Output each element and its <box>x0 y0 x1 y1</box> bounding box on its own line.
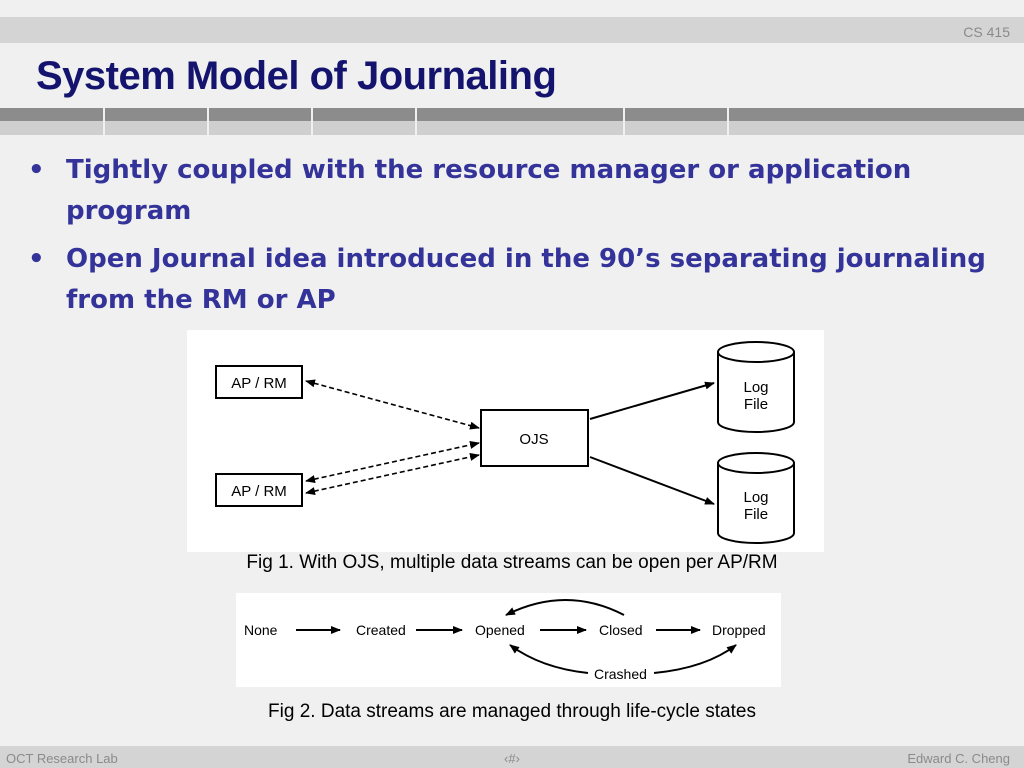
ojs-box <box>480 409 589 467</box>
state-closed: Closed <box>599 622 643 638</box>
ap-rm-box-top <box>215 365 303 399</box>
header-bar <box>0 17 1024 43</box>
bullet-list: • Tightly coupled with the resource mana… <box>28 150 1008 328</box>
log-file-bottom-icon <box>717 452 795 544</box>
footer-author: Edward C. Cheng <box>907 751 1010 766</box>
bullet-dot: • <box>28 244 45 274</box>
log-file-top-icon <box>717 341 795 433</box>
stream-arrow <box>305 379 480 430</box>
log-file-top-line2: File <box>744 396 768 413</box>
bullet-text: Open Journal idea introduced in the 90’s… <box>66 244 986 315</box>
state-dropped: Dropped <box>712 622 766 638</box>
footer-bar <box>0 746 1024 768</box>
rule-divider <box>103 108 105 135</box>
bullet-dot: • <box>28 155 45 185</box>
log-arrow <box>589 456 715 505</box>
log-file-bottom-line1: Log <box>743 489 768 506</box>
lifecycle-diagram-svg: None Created Opened Closed Dropped Crash… <box>244 599 766 682</box>
slide-title: System Model of Journaling <box>36 54 557 98</box>
bullet-text: Tightly coupled with the resource manage… <box>66 155 912 226</box>
stream-arrow <box>305 441 480 483</box>
rule-divider <box>415 108 417 135</box>
crash-drop-arrow <box>653 644 737 674</box>
footer-page-number: ‹#› <box>504 751 520 766</box>
state-crashed: Crashed <box>594 666 647 682</box>
crash-recover-arrow <box>509 644 589 674</box>
course-label: CS 415 <box>963 24 1010 40</box>
figure2-caption: Fig 2. Data streams are managed through … <box>268 701 756 722</box>
rule-divider <box>623 108 625 135</box>
state-none: None <box>244 622 278 638</box>
state-created: Created <box>356 622 406 638</box>
log-file-top-line1: Log <box>743 379 768 396</box>
stream-arrow <box>305 453 480 495</box>
ojs-diagram-svg: AP / RM AP / RM OJS Log File Log File <box>215 341 795 544</box>
bullet-item: • Open Journal idea introduced in the 90… <box>28 239 1008 321</box>
reopen-arrow <box>505 599 625 616</box>
ap-rm-box-bottom <box>215 473 303 507</box>
log-file-bottom-line2: File <box>744 506 768 523</box>
log-arrow <box>589 381 715 420</box>
rule-divider <box>727 108 729 135</box>
title-rule-dark <box>0 108 1024 121</box>
ojs-label: OJS <box>519 431 548 448</box>
state-opened: Opened <box>475 622 525 638</box>
figure-lifecycle-diagram: None Created Opened Closed Dropped Crash… <box>236 593 781 687</box>
figure-ojs-diagram: AP / RM AP / RM OJS Log File Log File <box>187 330 824 552</box>
rule-divider <box>207 108 209 135</box>
figure1-caption: Fig 1. With OJS, multiple data streams c… <box>246 552 778 573</box>
ap-rm-label-bottom: AP / RM <box>231 483 287 500</box>
bullet-item: • Tightly coupled with the resource mana… <box>28 150 1008 232</box>
title-rule-light <box>0 121 1024 135</box>
rule-divider <box>311 108 313 135</box>
footer-lab: OCT Research Lab <box>6 751 118 766</box>
ap-rm-label-top: AP / RM <box>231 375 287 392</box>
